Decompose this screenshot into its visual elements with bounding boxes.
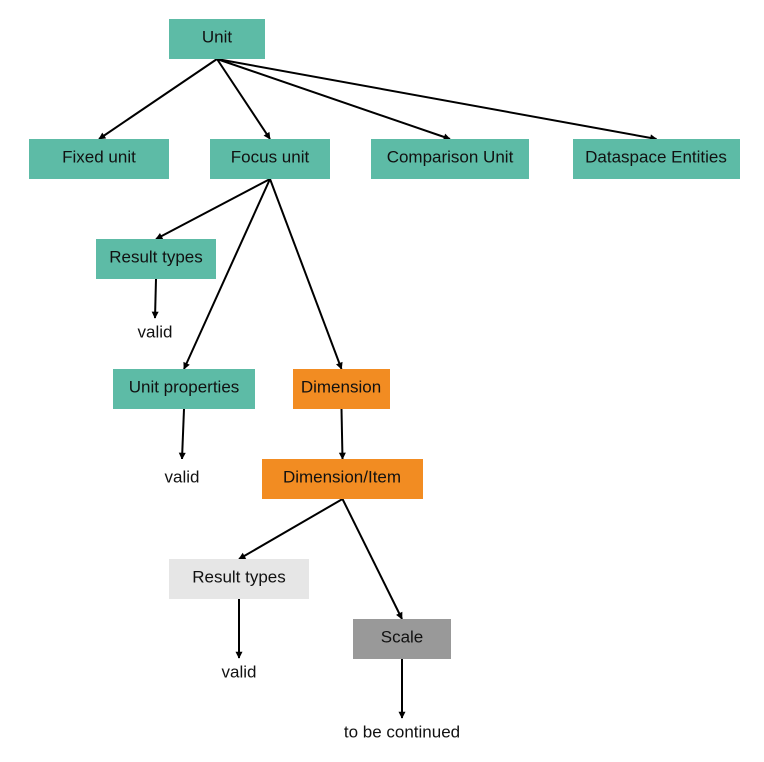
edge-layer [98, 58, 658, 719]
node-focus-unit: Focus unit [210, 139, 330, 179]
node-unit-properties-label: Unit properties [129, 378, 240, 397]
node-dimension-item-label: Dimension/Item [283, 468, 401, 487]
edge-dimension-to-dimension-item [338, 408, 346, 460]
node-comparison-unit-label: Comparison Unit [387, 148, 514, 167]
node-dimension-item-box [262, 459, 423, 499]
node-result-types-2-box [169, 559, 309, 599]
node-dataspace-entities: Dataspace Entities [573, 139, 740, 179]
node-dataspace-entities-box [573, 139, 740, 179]
node-valid-2-box [102, 459, 262, 499]
edge-unit-to-fixed-unit [98, 58, 218, 140]
node-dataspace-entities-label: Dataspace Entities [585, 148, 727, 167]
node-dimension-item: Dimension/Item [262, 459, 423, 499]
node-focus-unit-label: Focus unit [231, 148, 310, 167]
node-unit: Unit [169, 19, 265, 59]
node-valid-2: valid [102, 459, 262, 499]
edge-focus-unit-to-dimension [269, 178, 343, 370]
edge-result-types-1-to-valid-1 [151, 278, 159, 319]
node-unit-properties: Unit properties [113, 369, 255, 409]
node-comparison-unit: Comparison Unit [371, 139, 529, 179]
node-unit-box [169, 19, 265, 59]
edge-focus-unit-to-result-types-1 [155, 178, 271, 240]
node-dimension-label: Dimension [301, 378, 381, 397]
node-fixed-unit: Fixed unit [29, 139, 169, 179]
node-scale-label: Scale [381, 628, 424, 647]
node-result-types-1: Result types [96, 239, 216, 279]
edge-focus-unit-to-unit-properties [183, 178, 271, 370]
edge-unit-to-focus-unit [216, 58, 271, 140]
node-result-types-2: Result types [169, 559, 309, 599]
node-unit-properties-box [113, 369, 255, 409]
node-valid-1: valid [138, 323, 173, 342]
edge-dimension-item-to-scale [341, 498, 403, 620]
node-to-be-continued-label: to be continued [344, 723, 460, 742]
edge-dimension-item-to-result-types-2 [238, 498, 344, 560]
node-valid-3-label: valid [222, 663, 257, 682]
node-comparison-unit-box [371, 139, 529, 179]
node-valid-1-label: valid [138, 323, 173, 342]
node-unit-label: Unit [202, 28, 233, 47]
node-result-types-2-label: Result types [192, 568, 286, 587]
node-layer: Unit Fixed unit Focus unit Comparison Un… [29, 19, 740, 742]
node-result-types-1-label: Result types [109, 248, 203, 267]
node-scale-box [353, 619, 451, 659]
node-dimension-box [293, 369, 390, 409]
node-focus-unit-box [210, 139, 330, 179]
node-dimension: Dimension [293, 369, 390, 409]
edge-unit-properties-to-valid-2 [178, 408, 186, 460]
node-valid-2-label: valid [165, 468, 200, 487]
node-to-be-continued: to be continued [344, 723, 460, 742]
node-scale: Scale [353, 619, 451, 659]
node-fixed-unit-box [29, 139, 169, 179]
node-fixed-unit-label: Fixed unit [62, 148, 136, 167]
edge-unit-to-dataspace-entities [216, 58, 658, 142]
node-valid-3: valid [222, 663, 257, 682]
node-result-types-1-box [96, 239, 216, 279]
edge-unit-to-comparison-unit [216, 58, 451, 141]
